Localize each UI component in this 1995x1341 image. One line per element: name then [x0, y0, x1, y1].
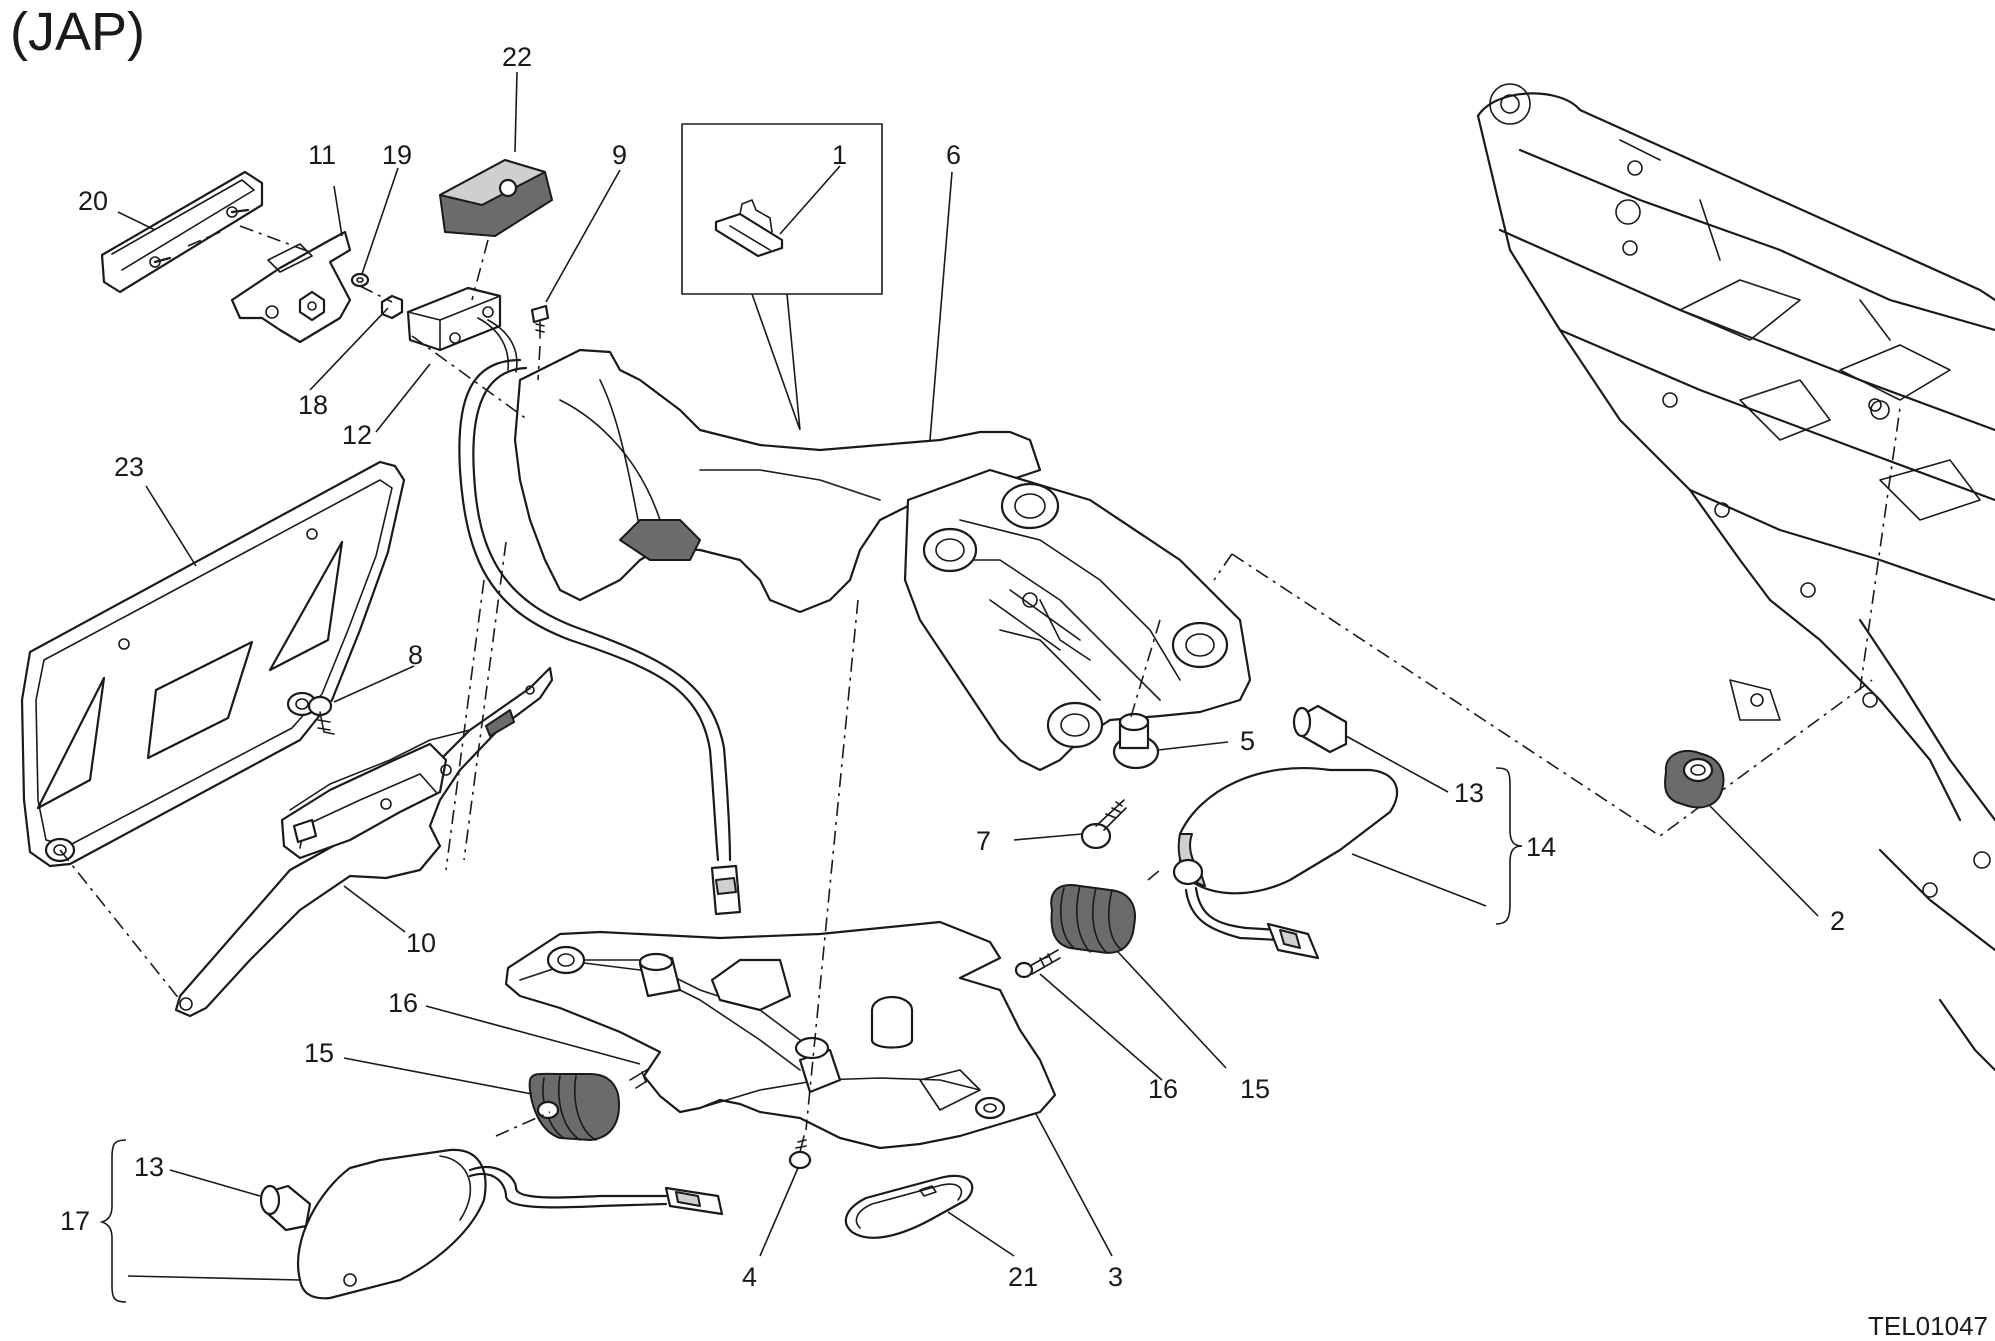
part-3-lower-holder [504, 920, 1057, 1150]
callout-17: 17 [60, 1206, 90, 1236]
part-17-left-indicator [297, 1148, 724, 1300]
part-19-washer [350, 272, 370, 288]
part-9-screw [530, 304, 550, 339]
callout-5: 5 [1240, 726, 1255, 756]
callout-21: 21 [1008, 1262, 1038, 1292]
part-13-bulb-right [1292, 704, 1348, 754]
diagram-title: (JAP) [10, 2, 145, 62]
callout-22: 22 [502, 42, 532, 72]
callout-15-left: 15 [304, 1038, 334, 1068]
callout-9: 9 [612, 140, 627, 170]
part-18-nut [380, 294, 404, 320]
part-12-light-unit [406, 286, 518, 373]
part-4-screw [788, 1135, 812, 1170]
assembly-lines [59, 225, 1901, 1137]
callout-3: 3 [1108, 1262, 1123, 1292]
callout-7: 7 [976, 826, 991, 856]
part-8-bolt [307, 695, 335, 735]
callout-14: 14 [1526, 832, 1556, 862]
part-20-plate-lens [100, 170, 264, 294]
callout-numbers: 22 11 19 9 1 6 20 18 12 23 8 5 7 13 14 2… [60, 42, 1845, 1292]
callout-8: 8 [408, 640, 423, 670]
part-2-grommet [1664, 750, 1725, 809]
part-5-spacer [1112, 712, 1160, 770]
part-7-screw [1080, 799, 1127, 850]
callout-15-right: 15 [1240, 1074, 1270, 1104]
part-10-plate-support [174, 666, 554, 1018]
part-11-bracket [230, 230, 352, 344]
callout-2: 2 [1830, 906, 1845, 936]
part-15-rubber-left [528, 1072, 620, 1141]
part-22-light-cover [439, 159, 553, 237]
light-wiring [458, 358, 742, 916]
rear-subframe [1476, 83, 1995, 1072]
part-16-bolt-right [1014, 949, 1061, 979]
part-23-plate-holder [20, 460, 406, 868]
callout-6: 6 [946, 140, 961, 170]
callout-12: 12 [342, 420, 372, 450]
callout-19: 19 [382, 140, 412, 170]
drawing-code: TEL01047 [1868, 1311, 1988, 1341]
callout-20: 20 [78, 186, 108, 216]
part-6-main-holder [513, 348, 1252, 772]
callout-16-right: 16 [1148, 1074, 1178, 1104]
callout-10: 10 [406, 928, 436, 958]
part-1-inset-box [681, 123, 883, 431]
callout-11: 11 [308, 140, 336, 170]
part-15-rubber-right [1050, 884, 1136, 954]
leader-lines [99, 71, 1819, 1303]
part-14-right-indicator [1172, 766, 1399, 960]
callout-18: 18 [298, 390, 328, 420]
part-13-bulb-left [259, 1184, 312, 1232]
part-21-reflector [844, 1174, 974, 1239]
callout-1: 1 [832, 140, 847, 170]
callout-4: 4 [742, 1262, 757, 1292]
callout-16-left: 16 [388, 988, 418, 1018]
callout-13-left: 13 [134, 1152, 164, 1182]
callout-13-right: 13 [1454, 778, 1484, 808]
callout-23: 23 [114, 452, 144, 482]
